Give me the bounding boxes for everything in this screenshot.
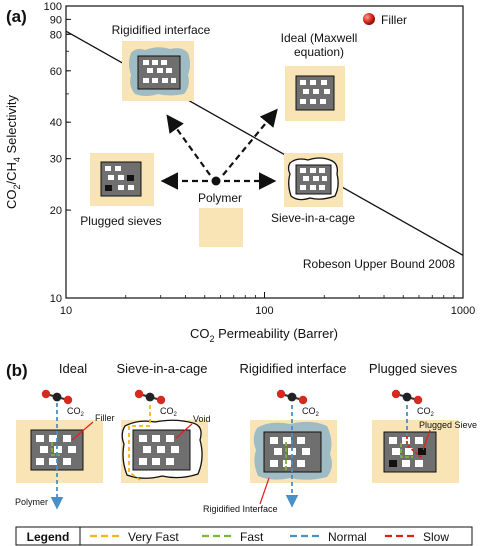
- ideal-label-line2: equation): [294, 45, 344, 59]
- plugged-sieves-membrane: [372, 405, 459, 483]
- plugged-sieve-pointer-label: Plugged Sieve: [419, 420, 477, 430]
- sieve-in-a-cage-node: [284, 153, 343, 207]
- legend-item-label: Slow: [423, 530, 449, 544]
- legend-box: [15, 526, 473, 546]
- co2-molecules: CO2 CO2 CO2 CO2: [41, 389, 435, 418]
- legend-items: Very Fast Fast Normal Slow: [90, 530, 449, 544]
- panel-b-title-ideal: Ideal: [59, 361, 87, 376]
- arrow-to-rigidified: [166, 114, 211, 176]
- rigidified-interface-node: [122, 41, 194, 101]
- polymer-point: [211, 176, 221, 186]
- plugged-sieves-label: Plugged sieves: [80, 214, 161, 228]
- y-tick-label: 40: [50, 117, 62, 129]
- x-axis-title: CO2 Permeability (Barrer): [190, 326, 338, 344]
- robeson-bound-label: Robeson Upper Bound 2008: [303, 257, 455, 271]
- ideal-membrane: [16, 403, 103, 510]
- legend-item-label: Fast: [240, 530, 264, 544]
- void-pointer-label: Void: [193, 414, 211, 424]
- panel-b-title-rigidified: Rigidified interface: [240, 361, 347, 376]
- panel-b-title-plugged: Plugged sieves: [369, 361, 458, 376]
- plugged-sieves-node: [90, 153, 154, 206]
- y-tick-label: 80: [50, 29, 62, 41]
- arrow-to-ideal: [222, 108, 278, 176]
- y-axis-title: CO2/CH4 Selectivity: [4, 94, 22, 209]
- rigidified-interface-membrane: [250, 405, 337, 508]
- panel-a-label: (a): [6, 7, 27, 26]
- sieve-in-a-cage-membrane: [121, 405, 208, 483]
- co2-molecule-icon: CO2: [41, 389, 85, 418]
- ideal-node: [285, 66, 345, 121]
- co2-label: CO2: [302, 406, 320, 418]
- sieve-in-a-cage-label: Sieve-in-a-cage: [271, 211, 355, 225]
- y-tick-label: 60: [50, 66, 62, 78]
- y-tick-label: 10: [50, 293, 62, 305]
- rigidified-interface-pointer-label: Rigidified Interface: [203, 504, 278, 514]
- ideal-label-line1: Ideal (Maxwell: [281, 31, 358, 45]
- filler-legend-label: Filler: [381, 13, 407, 27]
- co2-molecule-icon: CO2: [391, 389, 435, 418]
- legend-title: Legend: [27, 530, 70, 544]
- panel-b-title-cage: Sieve-in-a-cage: [116, 361, 207, 376]
- y-tick-label: 20: [50, 205, 62, 217]
- x-tick-label: 1000: [451, 305, 475, 317]
- x-tick-label: 100: [255, 305, 273, 317]
- polymer-pointer-label: Polymer: [15, 497, 48, 507]
- co2-molecule-icon: CO2: [134, 389, 178, 418]
- co2-label: CO2: [417, 406, 435, 418]
- co2-label: CO2: [67, 406, 85, 418]
- transition-arrows: [160, 108, 278, 190]
- polymer-pad: [199, 208, 243, 247]
- panel-b-label: (b): [6, 361, 28, 380]
- co2-label: CO2: [160, 406, 178, 418]
- legend-item-label: Normal: [328, 530, 367, 544]
- legend-item-label: Very Fast: [128, 530, 179, 544]
- x-axis-ticks: 10 100 1000: [60, 292, 475, 317]
- polymer-label: Polymer: [198, 191, 242, 205]
- filler-ball-icon: [363, 13, 375, 25]
- co2-molecule-icon: CO2: [276, 389, 320, 418]
- x-tick-label: 10: [60, 305, 72, 317]
- y-tick-label: 100: [44, 1, 62, 13]
- y-tick-label: 30: [50, 154, 62, 166]
- rigidified-interface-label: Rigidified interface: [112, 23, 211, 37]
- y-tick-label: 90: [50, 14, 62, 26]
- filler-pointer-label: Filler: [95, 413, 115, 423]
